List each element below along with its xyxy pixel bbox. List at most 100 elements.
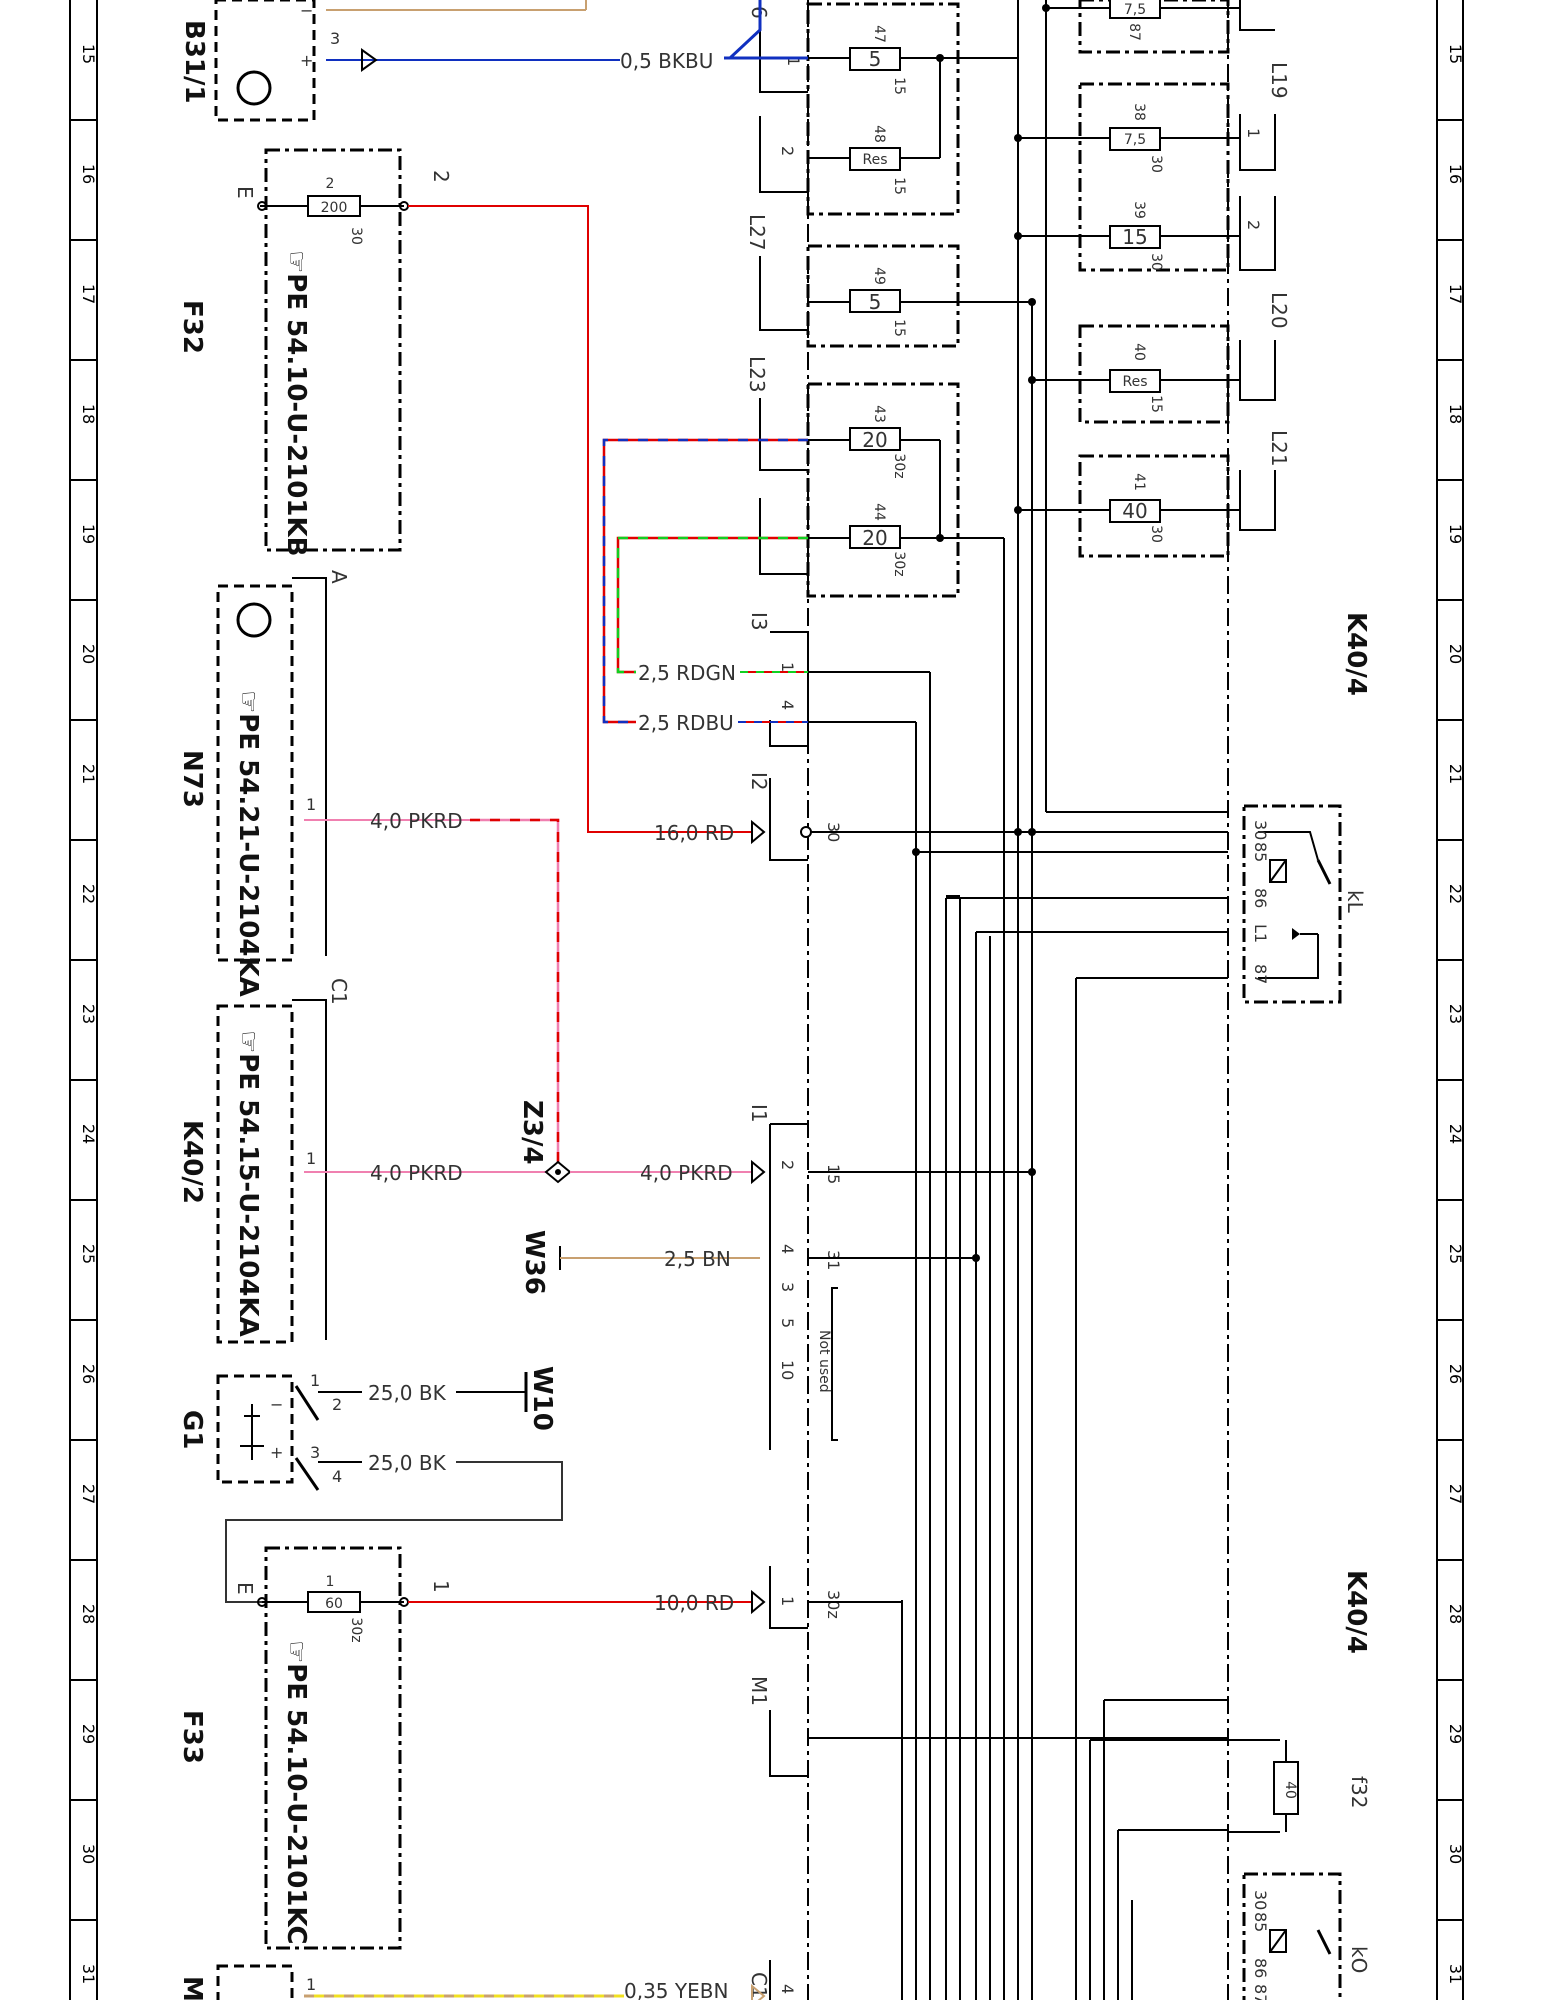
f33-fuse-term: 30z [348,1617,364,1642]
component-m1-left: M1 1 0,35 YEBN [177,1964,766,2000]
connector-l19: L19 [1267,62,1291,99]
wire-rd10: 10,0 RD [654,1591,734,1615]
pin-1: 1 [784,56,803,66]
relay-kl: 30 85 86 L1 87 kL [1242,804,1367,1004]
ground-w36: 2,5 BN W36 [519,1230,760,1295]
relay-ko-87: 87 [1251,1984,1270,2000]
i1-pin-4: 4 [778,1244,797,1254]
fuse-box-87: 7,5 87 [1046,0,1275,54]
fuse-87-term: 87 [1126,23,1142,41]
k40-2-pin-1: 1 [306,1149,316,1168]
connector-l21: L21 [1267,430,1291,467]
relay-kl-85: 85 [1251,842,1270,862]
pin-l19-2: 2 [1244,220,1263,230]
wire-rdbu-group: 2,5 RDBU [602,438,808,735]
ruler-label-right: 16 [1446,164,1465,184]
relay-ko: 30 85 86 87 kO [1242,1872,1371,2000]
wire-pkrd-k402: 4,0 PKRD [370,1161,463,1185]
ruler-label-left: 18 [79,404,98,424]
ruler-label-left: 29 [79,1724,98,1744]
f32-fuse-rating: 200 [321,200,348,216]
n73-pin-1: 1 [306,795,316,814]
f33-fuse-number: 1 [326,1574,335,1590]
fuse-47-term: 15 [891,77,907,95]
ruler-label-right: 18 [1446,404,1465,424]
ruler-label-right: 19 [1446,524,1465,544]
fuse-box-l19: 7,5 38 30 15 39 30 1 2 L19 [1018,62,1291,272]
ruler-label-left: 19 [79,524,98,544]
connector-i2-label: I2 [747,772,771,791]
splice-z3-4-label: Z3/4 [517,1100,547,1165]
fuse-box-47-48: 5 47 15 Res 48 15 1 2 6 [747,0,970,216]
g1-pin-1: 1 [310,1371,320,1390]
connector-c1-bottom-label: C1 [747,1972,771,1999]
fuse-44-number: 44 [871,503,887,521]
ruler-label-left: 23 [79,1004,98,1024]
component-n73-label: N73 [177,750,207,808]
relay-kl-l1: L1 [1251,924,1270,943]
b31-pin-3: 3 [330,29,340,48]
connector-c1-bottom: C1 4 [747,1960,797,2000]
fuse-47-rating: 5 [869,47,882,71]
ruler-label-right: 26 [1446,1364,1465,1384]
ruler-label-left: 25 [79,1244,98,1264]
component-g1-label: G1 [177,1410,207,1449]
component-g1: 1 2 3 4 − + G1 25,0 BK 25,0 BK W10 [177,1366,563,1603]
ruler-label-left: 21 [79,764,98,784]
connector-i3-label: I3 [747,612,771,631]
fuse-39-rating: 15 [1122,225,1147,249]
f33-ref: ☞PE 54.10-U-2101KC [281,1640,311,1945]
relay-ko-85: 85 [1251,1912,1270,1932]
connector-i2: I2 30 [747,772,1228,861]
fuse-40-term: 15 [1148,395,1164,413]
fuse-87-rating: 7,5 [1124,2,1146,18]
relay-ko-86: 86 [1251,1958,1270,1978]
ruler-label-right: 31 [1446,1964,1465,1984]
relay-kl-label: kL [1343,890,1367,914]
fuse-43-rating: 20 [862,428,887,452]
fuse-49-rating: 5 [869,290,882,314]
fuse-38-rating: 7,5 [1124,132,1146,148]
component-b31-1: − + 3 B31/1 0,5 BKBU [179,0,808,122]
connector-i1: I1 2 4 3 5 10 15 31 Not used [747,1104,1032,1450]
n73-ref: ☞PE 54.21-U-2104KA [233,690,263,997]
wire-bk-25b: 25,0 BK [368,1451,447,1475]
connector-m1: M1 [747,1676,1228,1777]
component-k40-2-label: K40/2 [177,1120,207,1204]
fuse-41-rating: 40 [1122,499,1147,523]
left-ruler [69,0,98,2000]
i1-pin-5: 5 [778,1318,797,1328]
ruler-label-left: 26 [79,1364,98,1384]
b31-pin-plus: + [300,51,313,70]
fuse-49-term: 15 [891,319,907,337]
pin-2: 2 [778,146,797,156]
fuse-40-rating: Res [1122,374,1147,390]
k40-2-connector-c1: C1 [327,978,351,1005]
f32-terminal-2: 2 [429,170,453,183]
ground-w36-label: W36 [519,1230,549,1295]
ruler-label-right: 27 [1446,1484,1465,1504]
connector-i1-label: I1 [747,1104,771,1123]
ruler-label-left: 17 [79,284,98,304]
b31-pin-minus: − [300,1,313,20]
ruler-label-left: 22 [79,884,98,904]
ruler-label-right: 23 [1446,1004,1465,1024]
fuse-38-number: 38 [1131,103,1147,121]
connector-l20: L20 [1267,292,1291,329]
connector-i3: I3 1 4 [747,612,930,747]
g1-pin-4: 4 [332,1467,342,1486]
fuse-43-number: 43 [871,405,887,423]
module-k40-4-upper: K40/4 [1341,612,1371,696]
f32-fuse-term: 30 [348,227,364,245]
pin-l19-1: 1 [1244,128,1263,138]
right-ruler [1436,0,1464,2000]
wire-rdgn: 2,5 RDGN [638,661,736,685]
fuse-40-number: 40 [1131,343,1147,361]
fuse-box-l20: Res 40 15 L20 [1032,292,1291,424]
fuse-38-term: 30 [1148,155,1164,173]
component-f32-label: F32 [177,300,207,354]
component-b31-1-label: B31/1 [179,20,209,104]
relay-kl-87: 87 [1251,964,1270,984]
relay-ko-label: kO [1347,1946,1371,1973]
